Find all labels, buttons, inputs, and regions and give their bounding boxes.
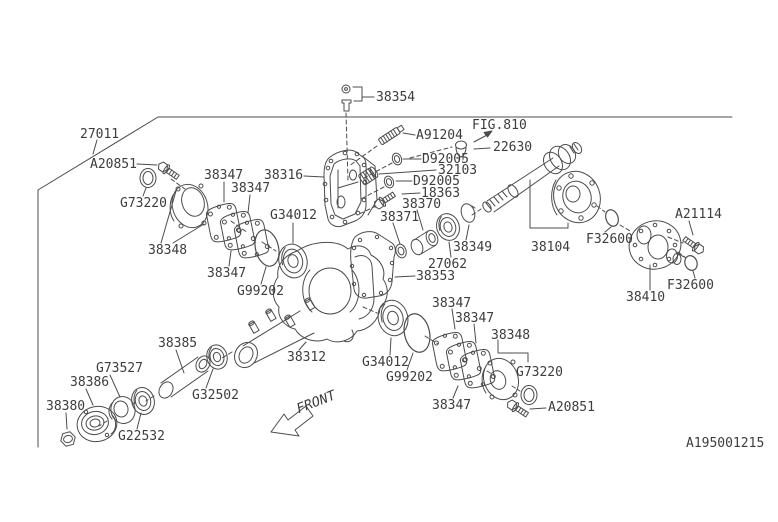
part-label-27011: 27011 — [80, 127, 120, 142]
breather-22630-drawing — [455, 140, 467, 161]
bolt-18363-drawing — [371, 189, 398, 212]
front-arrow-icon — [270, 405, 314, 437]
part-label-g99202-1: G99202 — [237, 284, 284, 299]
part-label-38104: 38104 — [531, 240, 571, 255]
part-label-a21114: A21114 — [675, 207, 722, 222]
oring-g99202-2-drawing — [403, 313, 431, 353]
part-label-38380: 38380 — [46, 399, 86, 414]
part-label-d92005-2: D92005 — [413, 174, 460, 189]
spacer-38370-drawing — [410, 229, 439, 256]
pinion-shaft-38104-drawing — [482, 142, 583, 213]
snap-ring-38349-drawing — [460, 203, 476, 223]
seal-g73220-1-drawing — [139, 168, 157, 188]
retainer-38348-2-drawing — [481, 357, 520, 401]
part-label-a91204: A91204 — [416, 128, 463, 143]
part-label-38410: 38410 — [626, 290, 666, 305]
cover-38316-drawing — [322, 149, 378, 228]
seal-g73220-2-drawing — [520, 385, 538, 405]
bolt-a20851-1-drawing — [155, 159, 182, 183]
part-label-38347-6: 38347 — [432, 398, 472, 413]
part-label-38348-2: 38348 — [491, 328, 531, 343]
figure-reference: FIG.810 — [472, 118, 527, 133]
part-label-g34012-2: G34012 — [362, 355, 409, 370]
stud-a91204-drawing — [378, 124, 405, 145]
part-label-g34012-1: G34012 — [270, 208, 317, 223]
part-label-38347-5: 38347 — [455, 311, 495, 326]
gasket-38353-drawing — [349, 231, 396, 299]
part-label-38347-4: 38347 — [432, 296, 472, 311]
washer-d92005-1-drawing — [391, 152, 403, 166]
part-label-f32600-1: F32600 — [586, 232, 633, 247]
washer-38371-drawing — [395, 243, 407, 259]
part-label-22630: 22630 — [493, 140, 533, 155]
part-label-27062: 27062 — [428, 257, 468, 272]
gaskets-38347-lower-drawing — [429, 329, 498, 391]
retainer-38348-1-drawing — [169, 183, 209, 229]
part-label-18363: 18363 — [421, 186, 461, 201]
spacer-g73527-drawing — [108, 396, 136, 424]
carrier-38312-drawing — [234, 242, 388, 369]
plug-38380-drawing — [60, 431, 76, 447]
part-label-38370: 38370 — [402, 197, 442, 212]
flange-38386-drawing — [76, 405, 118, 443]
part-label-a20851-2: A20851 — [548, 400, 595, 415]
frame-border — [37, 116, 733, 448]
bearing-g34012-2-drawing — [373, 296, 413, 340]
part-label-38312: 38312 — [287, 350, 327, 365]
fig-ref-arrow-icon — [473, 130, 493, 143]
bolt-a21114-drawing — [680, 233, 707, 257]
spacer-38385-drawing — [158, 355, 211, 399]
oring-f32600-2-drawing — [684, 255, 698, 271]
diff-case-38410-drawing — [628, 220, 685, 270]
washer-d92005-2-drawing — [383, 175, 395, 189]
bolt-a20851-2-drawing — [504, 397, 531, 420]
part-label-38347-2: 38347 — [231, 181, 271, 196]
part-label-38353: 38353 — [416, 269, 456, 284]
oring-f32600-1-drawing — [605, 209, 619, 227]
part-label-38371: 38371 — [380, 210, 420, 225]
part-label-38347-1: 38347 — [204, 168, 244, 183]
part-label-38316: 38316 — [264, 168, 304, 183]
part-label-d92005-1: D92005 — [422, 152, 469, 167]
drawing-number: A195001215 — [686, 436, 765, 451]
part-label-a20851-1: A20851 — [90, 157, 137, 172]
part-label-g73220-2: G73220 — [516, 365, 563, 380]
part-label-38349: 38349 — [453, 240, 493, 255]
oring-g99202-1-drawing — [254, 229, 280, 267]
part-label-g73527: G73527 — [96, 361, 143, 376]
part-label-38385: 38385 — [158, 336, 198, 351]
part-label-38354: 38354 — [376, 90, 416, 105]
plug-32103-drawing — [358, 166, 379, 186]
leader-lines — [65, 86, 696, 430]
part-label-38386: 38386 — [70, 375, 110, 390]
part-label-38347-3: 38347 — [207, 266, 247, 281]
part-label-g22532: G22532 — [118, 429, 165, 444]
bearing-g22532-drawing — [128, 384, 158, 418]
part-label-g99202-2: G99202 — [386, 370, 433, 385]
part-label-f32600-2: F32600 — [667, 278, 714, 293]
part-label-32103: 32103 — [438, 163, 478, 178]
part-label-g32502: G32502 — [192, 388, 239, 403]
ring-gear-flange-drawing — [551, 170, 601, 224]
part-label-g73220-1: G73220 — [120, 196, 167, 211]
part-label-38348-1: 38348 — [148, 243, 188, 258]
bolt-38354-drawing — [341, 84, 352, 112]
